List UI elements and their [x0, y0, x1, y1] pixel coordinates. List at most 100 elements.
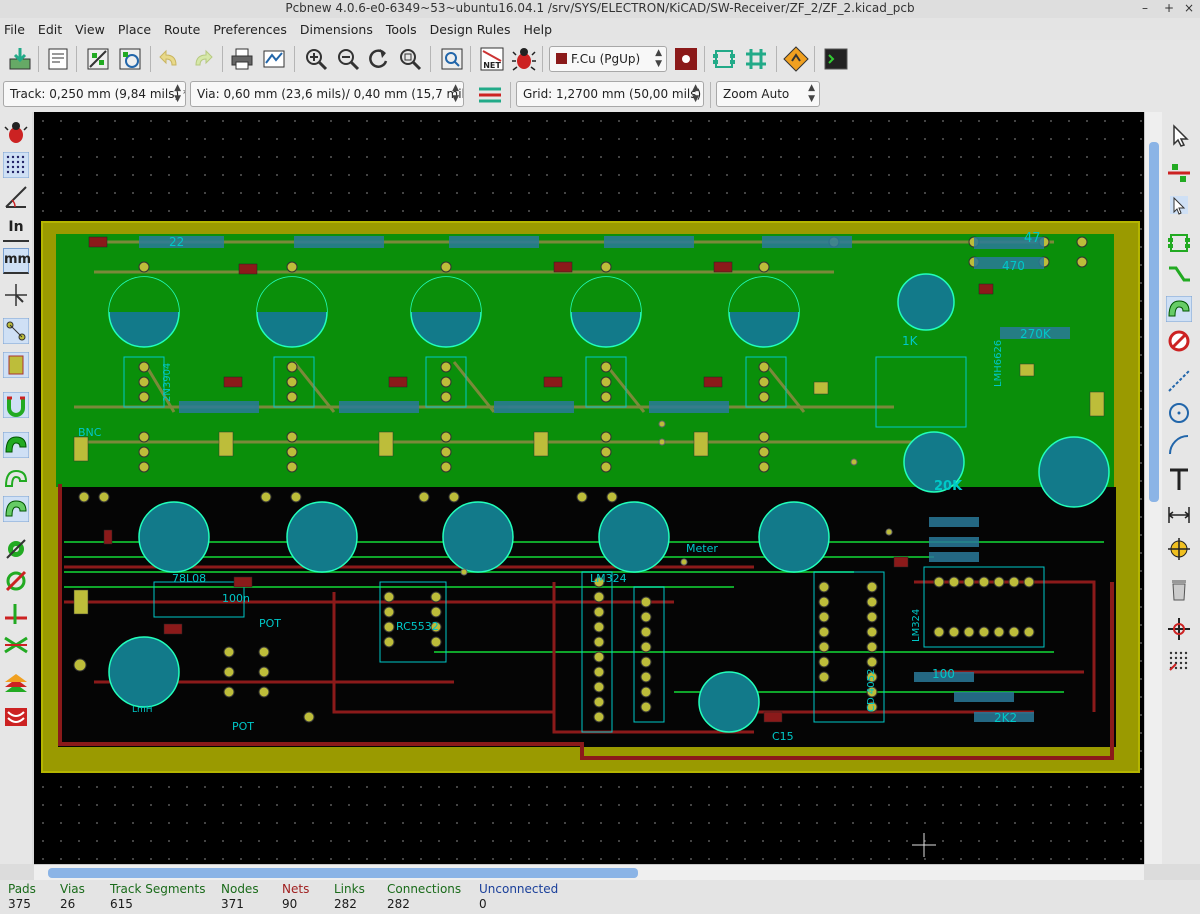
add-arc-icon[interactable] [1166, 432, 1192, 458]
new-board-icon[interactable] [6, 45, 34, 73]
zones-outline-icon[interactable] [3, 466, 29, 492]
scripting-console-icon[interactable] [822, 45, 850, 73]
maximize-icon[interactable]: + [1164, 1, 1175, 15]
auto-delete-track-icon[interactable] [3, 392, 29, 418]
grid-select[interactable]: Grid: 1,2700 mm (50,00 mils) ▲▼ [516, 81, 704, 107]
window-title-bar: Pcbnew 4.0.6-e0-6349~53~ubuntu16.04.1 /s… [0, 0, 1200, 18]
module-ratsnest-icon[interactable] [3, 352, 29, 378]
toolbar-separator [222, 46, 223, 72]
menu-help[interactable]: Help [523, 21, 553, 37]
local-ratsnest-icon[interactable] [1166, 192, 1192, 218]
chevron-down-icon: ▼ [808, 94, 815, 104]
zoom-out-icon[interactable] [334, 45, 362, 73]
label-lmh6626: LMH6626 [993, 340, 1004, 387]
via-size-select[interactable]: Via: 0,60 mm (23,6 mils)/ 0,40 mm (15,7 … [190, 81, 464, 107]
layers-manager-icon[interactable] [3, 672, 29, 698]
toolbar-separator [704, 46, 705, 72]
route-track-icon[interactable] [1166, 262, 1192, 288]
close-icon[interactable]: × [1184, 1, 1195, 15]
plot-icon[interactable] [260, 45, 288, 73]
auto-track-width-icon[interactable] [476, 81, 504, 109]
menu-preferences[interactable]: Preferences [213, 21, 287, 37]
add-text-icon[interactable] [1166, 466, 1192, 492]
show-ratsnest-icon[interactable] [3, 318, 29, 344]
drc-off-icon[interactable] [3, 120, 29, 146]
units-mm-button[interactable]: mm [3, 248, 31, 274]
find-icon[interactable] [438, 45, 466, 73]
menu-route[interactable]: Route [164, 21, 201, 37]
minimize-icon[interactable]: – [1142, 1, 1148, 15]
layer-alignment-target-icon[interactable] [1166, 536, 1192, 562]
library-editor-icon[interactable] [84, 45, 112, 73]
toolbar-separator [38, 46, 39, 72]
grid-value: Grid: 1,2700 mm (50,00 mils) [523, 87, 702, 101]
add-dimension-icon[interactable] [1166, 502, 1192, 528]
high-contrast-icon[interactable] [3, 632, 29, 658]
add-circle-icon[interactable] [1166, 400, 1192, 426]
toolbar-separator [710, 82, 711, 108]
via-sketch-icon[interactable] [3, 568, 29, 594]
delete-icon[interactable] [1166, 576, 1192, 602]
footprint-mode-icon[interactable] [710, 45, 738, 73]
drc-bug-icon[interactable] [510, 45, 538, 73]
grid-toggle-icon[interactable] [3, 152, 29, 178]
keepout-area-icon[interactable] [1166, 328, 1192, 354]
menu-view[interactable]: View [75, 21, 105, 37]
zoom-select[interactable]: Zoom Auto ▲▼ [716, 81, 820, 107]
cursor-shape-icon[interactable] [3, 282, 29, 308]
add-footprint-icon[interactable] [1166, 230, 1192, 256]
label-lm324-b: LM324 [911, 609, 922, 642]
track-mode-icon[interactable] [742, 45, 770, 73]
layer-pair-icon[interactable] [672, 45, 700, 73]
add-graphic-line-icon[interactable] [1166, 368, 1192, 394]
zones-fill-icon[interactable] [3, 496, 29, 522]
menu-edit[interactable]: Edit [37, 21, 63, 37]
pcb-canvas[interactable]: BNC Meter POT POT LM324 RC5532 78L08 47 … [34, 112, 1144, 864]
menu-dimensions[interactable]: Dimensions [299, 21, 373, 37]
print-icon[interactable] [228, 45, 256, 73]
chevron-down-icon: ▼ [655, 59, 662, 69]
track-width-select[interactable]: Track: 0,250 mm (9,84 mils) * ▲▼ [3, 81, 186, 107]
pad-sketch-icon[interactable] [3, 536, 29, 562]
microwave-tools-icon[interactable] [3, 704, 29, 730]
show-zones-icon[interactable] [3, 432, 29, 458]
horizontal-scrollbar[interactable] [34, 864, 1144, 880]
redo-icon[interactable] [188, 45, 216, 73]
horizontal-scroll-thumb[interactable] [48, 868, 638, 878]
silk-labels: BNC Meter POT POT LM324 RC5532 78L08 47 … [78, 231, 1052, 743]
menu-design-rules[interactable]: Design Rules [429, 21, 511, 37]
menu-tools[interactable]: Tools [385, 21, 417, 37]
netlist-icon[interactable]: NET [478, 45, 506, 73]
units-inch-button[interactable]: In [3, 216, 29, 242]
highlight-net-icon[interactable] [1166, 160, 1192, 186]
vertical-scrollbar[interactable] [1144, 112, 1162, 864]
zoom-fit-icon[interactable] [396, 45, 424, 73]
autoroute-icon[interactable] [782, 45, 810, 73]
grid-origin-icon[interactable] [1166, 648, 1192, 674]
zoom-in-icon[interactable] [302, 45, 330, 73]
label-20k: 20K [934, 479, 963, 494]
chevron-up-icon: ▲ [452, 83, 459, 93]
menu-file[interactable]: File [4, 21, 25, 37]
label-47: 47 [1024, 231, 1041, 246]
label-lm324-a: LM324 [590, 572, 627, 585]
pcb-board: BNC Meter POT POT LM324 RC5532 78L08 47 … [41, 221, 1140, 857]
label-meter: Meter [686, 542, 718, 555]
library-browser-icon[interactable] [116, 45, 144, 73]
place-origin-icon[interactable] [1166, 616, 1192, 642]
vertical-scroll-thumb[interactable] [1149, 142, 1159, 502]
label-470: 470 [1002, 259, 1025, 273]
add-zone-icon[interactable] [1166, 296, 1192, 322]
redraw-icon[interactable] [364, 45, 392, 73]
layer-select[interactable]: F.Cu (PgUp) ▲▼ [549, 46, 667, 72]
polar-coords-icon[interactable] [3, 184, 29, 210]
menu-place[interactable]: Place [117, 21, 152, 37]
menu-bar: File Edit View Place Route Preferences D… [0, 18, 1200, 40]
undo-icon[interactable] [156, 45, 184, 73]
page-settings-icon[interactable] [44, 45, 72, 73]
toolbar-separator [510, 82, 511, 108]
chevron-up-icon: ▲ [808, 83, 815, 93]
select-arrow-icon[interactable] [1166, 122, 1192, 148]
track-sketch-icon[interactable] [3, 600, 29, 626]
